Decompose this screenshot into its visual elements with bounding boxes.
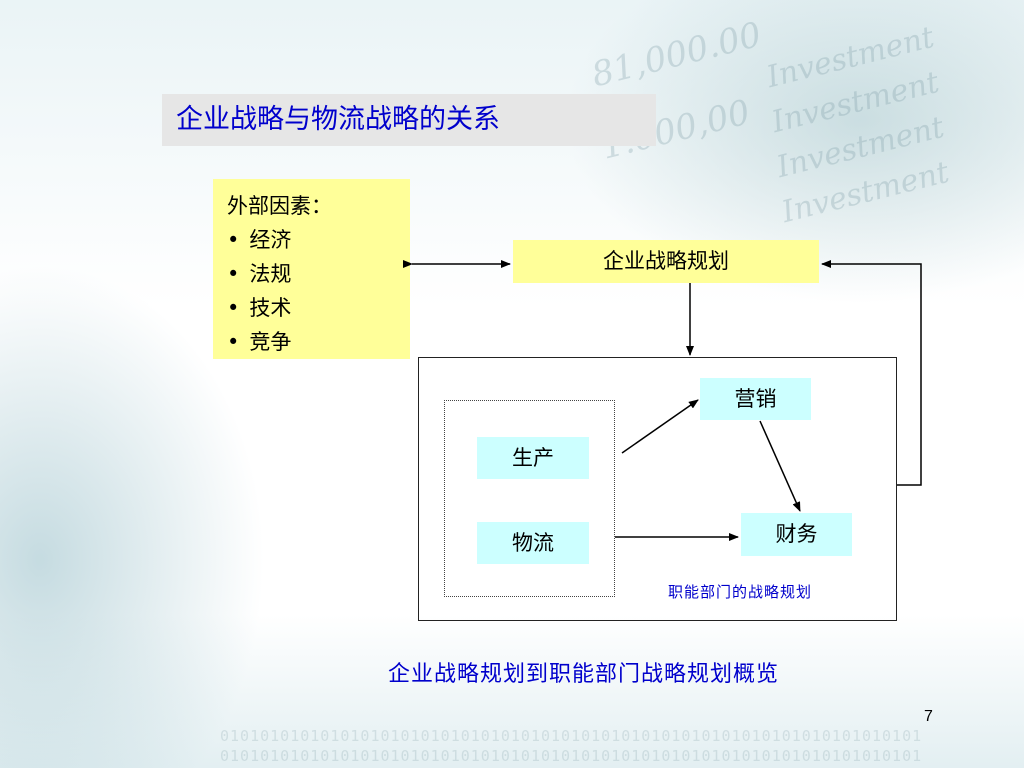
functional-strategy-caption: 职能部门的战略规划 [668, 583, 813, 601]
finance-box: 财务 [741, 513, 852, 556]
production-box: 生产 [477, 437, 589, 479]
production-to-marketing-arrow [621, 399, 699, 454]
list-item: 竞争 [227, 325, 396, 359]
list-item: 法规 [227, 257, 396, 291]
external-factors-list: 经济 法规 技术 竞争 [227, 223, 396, 359]
list-item: 经济 [227, 223, 396, 257]
external-factors-heading: 外部因素： [227, 194, 332, 218]
background-binary-strip: 0101010101010101010101010101010101010101… [220, 727, 923, 745]
slide-title: 企业战略与物流战略的关系 [162, 94, 656, 146]
page-number: 7 [924, 708, 933, 725]
diagram-caption: 企业战略规划到职能部门战略规划概览 [388, 662, 780, 687]
list-item: 技术 [227, 291, 396, 325]
external-factors-box: 外部因素： 经济 法规 技术 竞争 [213, 179, 410, 359]
strategy-planning-box: 企业战略规划 [513, 240, 819, 283]
marketing-to-finance-arrow [759, 420, 801, 512]
feedback-arrow [821, 260, 922, 486]
marketing-box: 营销 [700, 378, 811, 420]
operations-group-frame [444, 400, 615, 597]
functional-departments-frame [418, 357, 897, 621]
background-binary-strip: 0101010101010101010101010101010101010101… [220, 747, 923, 765]
logistics-box: 物流 [477, 522, 589, 564]
